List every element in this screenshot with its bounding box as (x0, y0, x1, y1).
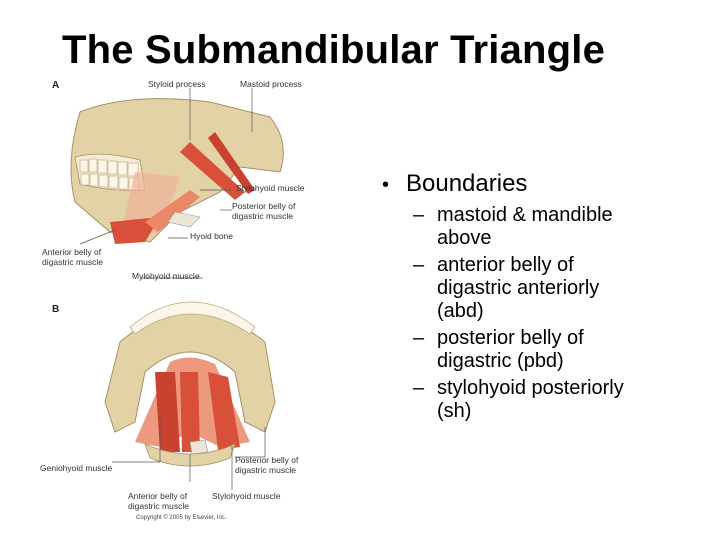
label-hyoid-bone: Hyoid bone (190, 231, 234, 241)
sub-item-line: digastric (pbd) (437, 350, 564, 372)
bullet-marker: • (382, 174, 390, 196)
label-anterior-belly-a-line1: Anterior belly of (42, 247, 102, 257)
sub-item-posterior-belly: – posterior belly of digastric (pbd) (382, 327, 712, 373)
sub-item-line: anterior belly of (437, 254, 574, 276)
sub-item-mastoid-mandible: – mastoid & mandible above (382, 204, 712, 250)
label-stylohyoid-muscle-a: Stylohyoid muscle (236, 183, 305, 193)
sub-marker: – (413, 377, 425, 399)
skull-side-view (70, 98, 284, 244)
label-geniohyoid-muscle: Geniohyoid muscle (40, 463, 113, 473)
label-stylohyoid-muscle-b: Stylohyoid muscle (212, 491, 281, 501)
label-styloid-process: Styloid process (148, 79, 206, 89)
sub-item-line: posterior belly of (437, 327, 584, 349)
bullet-list: • Boundaries – mastoid & mandible above … (382, 170, 712, 427)
label-posterior-belly-a-line1: Posterior belly of (232, 201, 296, 211)
anatomy-figure: A B Styloid process Mastoid process Styl… (40, 72, 340, 532)
sub-item-line: stylohyoid posteriorly (437, 377, 624, 399)
label-anterior-belly-a-line2: digastric muscle (42, 257, 103, 267)
sub-item-line: (abd) (437, 300, 484, 322)
label-posterior-belly-b-line2: digastric muscle (235, 465, 296, 475)
anatomy-illustration (70, 88, 284, 490)
label-posterior-belly-b-line1: Posterior belly of (235, 455, 299, 465)
sub-marker: – (413, 327, 425, 349)
panel-b-letter: B (52, 304, 60, 315)
bullet-text: Boundaries (406, 170, 528, 197)
sub-marker: – (413, 254, 425, 276)
label-anterior-belly-b-line1: Anterior belly of (128, 491, 188, 501)
leader-lines (79, 88, 266, 490)
sub-item-line: digastric anteriorly (437, 277, 600, 299)
slide-title: The Submandibular Triangle (62, 28, 606, 72)
bullet-boundaries: • Boundaries (382, 170, 712, 198)
mandible-inferior-view (104, 301, 276, 467)
panel-a-letter: A (52, 80, 60, 91)
label-anterior-belly-b-line2: digastric muscle (128, 501, 189, 511)
sub-item-anterior-belly: – anterior belly of digastric anteriorly… (382, 254, 712, 323)
label-mastoid-process: Mastoid process (240, 79, 302, 89)
sub-item-line: mastoid & mandible (437, 204, 613, 226)
sub-item-line: above (437, 227, 492, 249)
sub-item-stylohyoid: – stylohyoid posteriorly (sh) (382, 377, 712, 423)
sub-item-line: (sh) (437, 400, 472, 422)
label-posterior-belly-a-line2: digastric muscle (232, 211, 293, 221)
figure-copyright: Copyright © 2005 by Elsevier, Inc. (136, 515, 227, 521)
label-mylohyoid-muscle: Mylohyoid muscle (132, 271, 200, 281)
sub-marker: – (413, 204, 425, 226)
